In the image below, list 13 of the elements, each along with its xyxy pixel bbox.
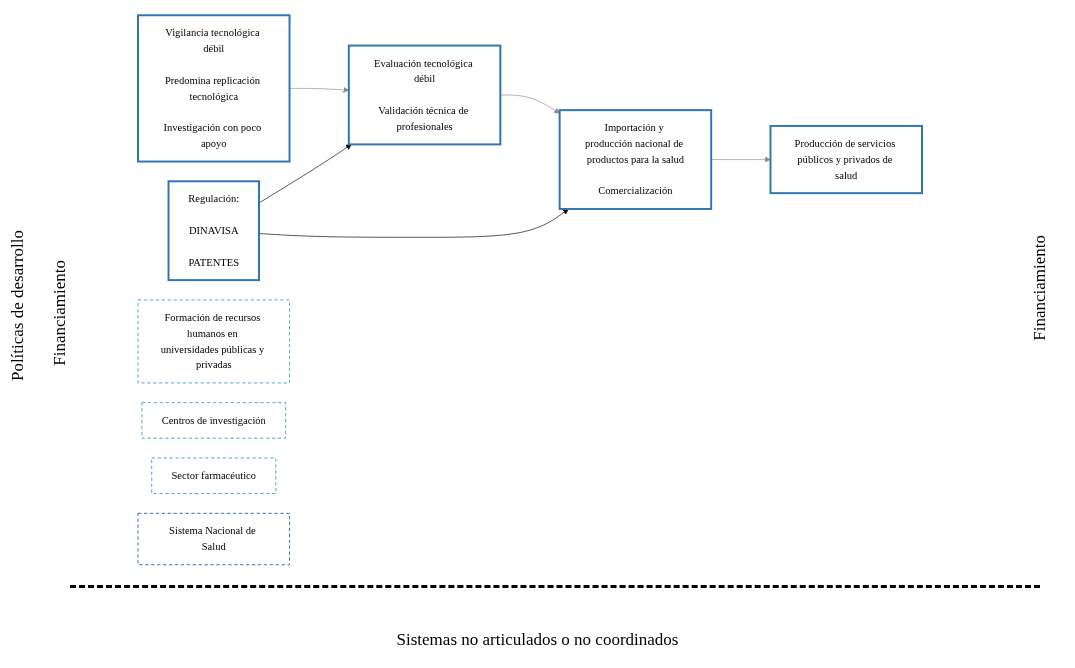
node-box: Importación y producción nacional de productos para la salud Comercialización bbox=[558, 109, 713, 210]
side-label: Políticas de desarrollo bbox=[8, 230, 28, 382]
node-box: Regulación: DINAVISA PATENTES bbox=[167, 180, 260, 282]
side-label: Financiamiento bbox=[50, 260, 70, 366]
node-box: Vigilancia tecnológica débil Predomina replicación tecnológica Investigación con poco apoyo bbox=[137, 14, 291, 163]
node-box: Formación de recursos humanos en universidades públicas y privadas bbox=[137, 299, 291, 384]
node-box: Producción de servicios públicos y privados de salud bbox=[769, 124, 923, 195]
node-box: Evaluación tecnológica débil Validación técnica de profesionales bbox=[347, 44, 502, 146]
caption-text: Sistemas no articulados o no coordinados bbox=[396, 630, 679, 650]
side-label: Financiamiento bbox=[1030, 235, 1050, 341]
node-box: Sistema Nacional de Salud bbox=[137, 512, 291, 566]
node-box: Centros de investigación bbox=[141, 402, 287, 439]
node-box: Sector farmacéutico bbox=[151, 457, 277, 495]
